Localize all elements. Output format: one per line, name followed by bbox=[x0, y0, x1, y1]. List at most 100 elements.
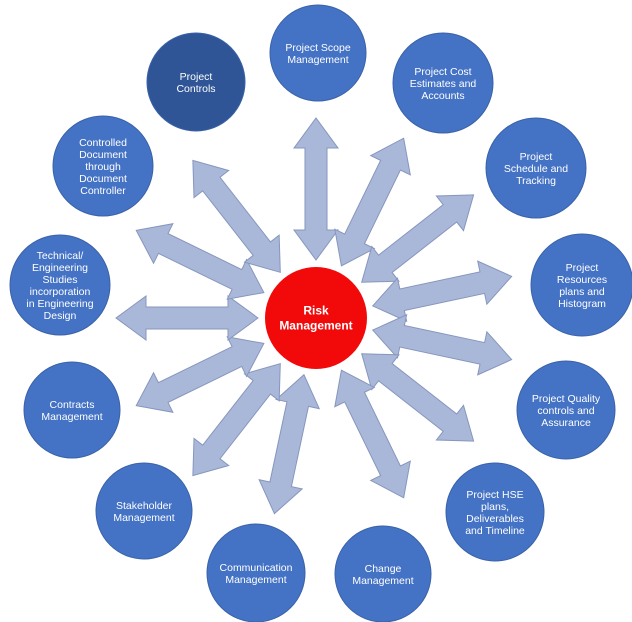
node-label-line: incorporation bbox=[30, 286, 91, 298]
node-circle bbox=[206, 523, 306, 622]
node-label-line: Project HSE bbox=[466, 489, 523, 501]
node-label-line: Document bbox=[79, 149, 127, 161]
double-arrow-project-quality-controls-and-assurance bbox=[371, 313, 513, 376]
node-circle bbox=[23, 361, 121, 459]
node-label-line: Change bbox=[365, 563, 402, 575]
double-arrow-project-resources-plans-and-histogram bbox=[371, 260, 513, 323]
node-label-line: Studies bbox=[42, 274, 77, 286]
node-circle bbox=[485, 117, 587, 219]
node-label-line: Document bbox=[79, 173, 127, 185]
arrow-shape bbox=[371, 313, 513, 376]
node-label-line: Management bbox=[352, 575, 413, 587]
node-label-line: Accounts bbox=[421, 90, 464, 102]
node-label-line: Project Scope bbox=[285, 42, 351, 54]
node-label-line: Deliverables bbox=[466, 513, 524, 525]
node-label-line: plans and bbox=[559, 286, 605, 298]
arrow-shape bbox=[192, 159, 281, 273]
arrow-shape bbox=[334, 369, 411, 499]
arrow-shape bbox=[135, 336, 265, 413]
node-circle bbox=[52, 115, 154, 217]
node-circle bbox=[334, 525, 432, 622]
node-label-line: Resources bbox=[557, 274, 607, 286]
arrow-shape bbox=[371, 260, 513, 323]
node-label-line: Design bbox=[44, 310, 77, 322]
double-arrow-project-hse-plans-deliverables-and-timeline bbox=[361, 353, 475, 442]
node-label-line: Schedule and bbox=[504, 163, 568, 175]
double-arrow-technical-engineering-studies bbox=[115, 295, 259, 341]
node-label-line: controls and bbox=[537, 405, 594, 417]
node-label-line: Management bbox=[113, 512, 174, 524]
node-label-line: Project Quality bbox=[532, 393, 601, 405]
node-label-line: Management bbox=[41, 411, 102, 423]
node-label-line: Project Cost bbox=[414, 66, 471, 78]
node-label-line: plans, bbox=[481, 501, 509, 513]
arrow-shape bbox=[293, 117, 339, 261]
node-label-line: Assurance bbox=[541, 417, 591, 429]
node-label-line: Engineering bbox=[32, 262, 88, 274]
center-circle bbox=[265, 267, 367, 369]
node-label-line: Communication bbox=[220, 562, 293, 574]
double-arrow-change-management bbox=[334, 369, 411, 499]
node-label-line: Stakeholder bbox=[116, 500, 173, 512]
double-arrow-communication-management bbox=[258, 373, 321, 515]
node-circle bbox=[530, 233, 632, 337]
node-label-line: Project bbox=[180, 71, 213, 83]
node-label-line: Technical/ bbox=[37, 250, 84, 262]
arrow-shape bbox=[115, 295, 259, 341]
node-circle bbox=[392, 32, 494, 134]
node-label-line: in Engineering bbox=[26, 298, 93, 310]
node-label-line: through bbox=[85, 161, 121, 173]
double-arrow-contracts-management bbox=[135, 336, 265, 413]
node-circle bbox=[445, 462, 545, 562]
node-label-line: Management bbox=[287, 54, 348, 66]
node-circle bbox=[9, 234, 111, 336]
arrows-layer bbox=[115, 117, 513, 515]
node-label-line: Controlled bbox=[79, 137, 127, 149]
double-arrow-stakeholder-management bbox=[192, 363, 281, 477]
node-circle bbox=[95, 462, 193, 560]
arrow-shape bbox=[334, 137, 411, 267]
arrow-shape bbox=[135, 223, 265, 300]
double-arrow-project-scope-management bbox=[293, 117, 339, 261]
node-circle bbox=[269, 4, 367, 102]
node-label-line: and Timeline bbox=[465, 525, 525, 537]
double-arrow-project-schedule-and-tracking bbox=[361, 194, 475, 283]
node-circle bbox=[516, 360, 616, 460]
node-label-line: Controls bbox=[176, 83, 215, 95]
arrow-shape bbox=[192, 363, 281, 477]
node-label-line: Project bbox=[520, 151, 553, 163]
node-label-line: Project bbox=[566, 262, 599, 274]
double-arrow-controlled-document bbox=[135, 223, 265, 300]
center-label-line: Management bbox=[279, 319, 352, 333]
arrow-shape bbox=[361, 353, 475, 442]
node-label-line: Tracking bbox=[516, 175, 556, 187]
double-arrow-project-cost-estimates-and-accounts bbox=[334, 137, 411, 267]
node-label-line: Controller bbox=[80, 185, 126, 197]
arrow-shape bbox=[258, 373, 321, 515]
